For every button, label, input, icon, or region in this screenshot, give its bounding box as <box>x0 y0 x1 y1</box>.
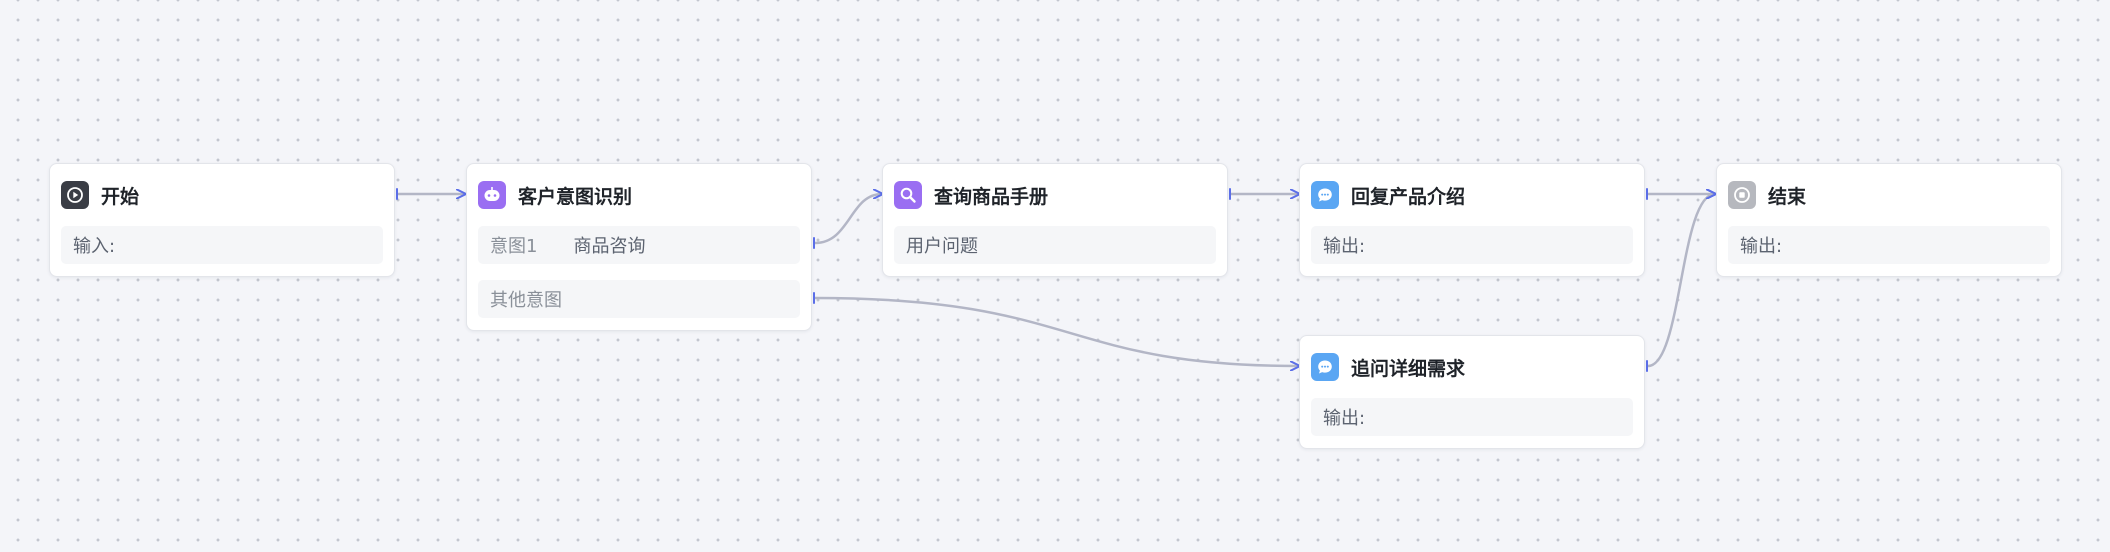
port-intent1-out[interactable] <box>813 237 815 249</box>
node-end-header[interactable]: 结束 <box>1728 164 2050 226</box>
chat-bubble-icon <box>1311 353 1339 381</box>
node-intent[interactable]: 客户意图识别 意图1 商品咨询 其他意图 <box>466 163 812 331</box>
node-reply-title: 回复产品介绍 <box>1351 185 1466 208</box>
port-reply-out[interactable] <box>1646 188 1648 200</box>
output-label: 输出: <box>1323 408 1366 429</box>
chat-bubble-icon <box>1311 181 1339 209</box>
node-end-title: 结束 <box>1768 185 1807 208</box>
node-followup-title: 追问详细需求 <box>1351 357 1466 380</box>
intent1-value: 商品咨询 <box>573 236 646 257</box>
node-end[interactable]: 结束 输出: <box>1716 163 2062 277</box>
node-intent-title: 客户意图识别 <box>518 185 633 208</box>
node-followup[interactable]: 追问详细需求 输出: <box>1299 335 1645 449</box>
other-intent-field[interactable]: 其他意图 <box>478 280 800 318</box>
node-followup-header[interactable]: 追问详细需求 <box>1311 336 1633 398</box>
port-start-out[interactable] <box>396 188 398 200</box>
edge-intent1-to-query[interactable] <box>814 194 882 245</box>
node-start-input-field[interactable]: 输入: <box>61 226 383 264</box>
edge-other-to-followup[interactable] <box>814 296 1299 366</box>
node-query-header[interactable]: 查询商品手册 <box>894 164 1216 226</box>
input-label: 输入: <box>73 236 116 257</box>
robot-icon <box>478 181 506 209</box>
node-reply-header[interactable]: 回复产品介绍 <box>1311 164 1633 226</box>
node-query[interactable]: 查询商品手册 用户问题 <box>882 163 1228 277</box>
play-icon <box>61 181 89 209</box>
intent1-field[interactable]: 意图1 商品咨询 <box>478 226 800 264</box>
edge-followup-to-end[interactable] <box>1647 194 1715 368</box>
output-label: 输出: <box>1323 236 1366 257</box>
port-followup-out[interactable] <box>1646 360 1648 372</box>
other-intent-label: 其他意图 <box>490 290 562 311</box>
node-reply[interactable]: 回复产品介绍 输出: <box>1299 163 1645 277</box>
node-intent-header[interactable]: 客户意图识别 <box>478 164 800 226</box>
stop-icon <box>1728 181 1756 209</box>
search-icon <box>894 181 922 209</box>
user-question-label: 用户问题 <box>906 236 978 257</box>
node-reply-output-field[interactable]: 输出: <box>1311 226 1633 264</box>
node-query-title: 查询商品手册 <box>934 185 1049 208</box>
node-end-output-field[interactable]: 输出: <box>1728 226 2050 264</box>
node-start-header[interactable]: 开始 <box>61 164 383 226</box>
port-other-intent-out[interactable] <box>813 292 815 304</box>
port-query-out[interactable] <box>1229 188 1231 200</box>
node-followup-output-field[interactable]: 输出: <box>1311 398 1633 436</box>
intent1-label: 意图1 <box>490 236 538 257</box>
output-label: 输出: <box>1740 236 1783 257</box>
node-start[interactable]: 开始 输入: <box>49 163 395 277</box>
user-question-field[interactable]: 用户问题 <box>894 226 1216 264</box>
node-start-title: 开始 <box>101 185 140 208</box>
